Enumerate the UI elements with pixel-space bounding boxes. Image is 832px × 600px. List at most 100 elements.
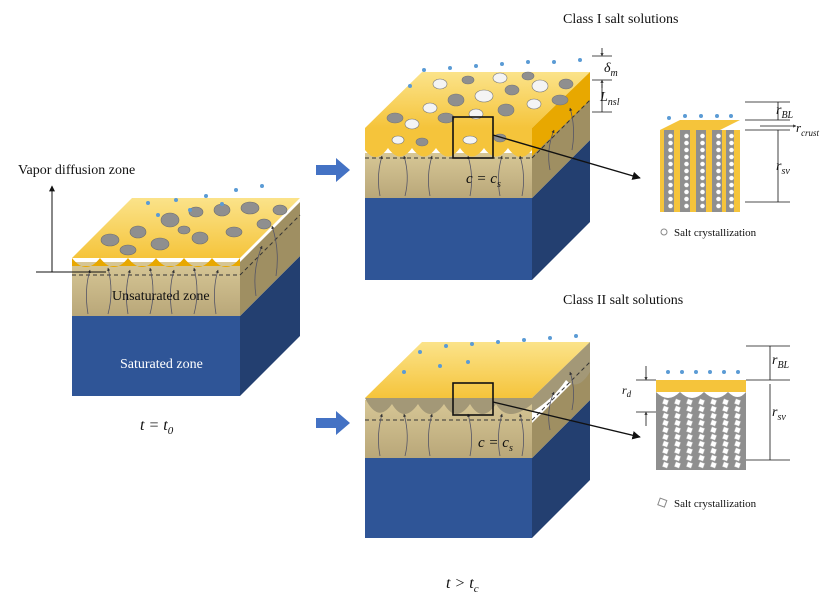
crystal-dot [716,147,722,153]
crystal-square [662,440,669,448]
crystal-square [734,433,741,441]
crystal-dot [716,133,722,139]
crystal-dot [729,182,735,188]
rbl-label-class2: rBL [772,353,790,371]
crystal-square [710,426,717,434]
crystal-dot [700,189,706,195]
crystal-dot [729,168,735,174]
crystal-square [710,419,717,427]
crystal-square [674,447,681,455]
crystal-dot [729,133,735,139]
zoom-arrow-class1 [492,134,641,180]
crystal-square [710,433,717,441]
crystal-square [698,426,705,434]
legend-marker-square [657,497,668,508]
rcrust-label: rcrust [796,120,820,138]
crystal-dot [668,168,674,174]
crystal-square [722,419,729,427]
crystal-square [734,419,741,427]
crystal-dot [684,133,690,139]
crystal-square [698,398,705,406]
crystal-square [686,405,693,413]
crystal-dot [716,175,722,181]
block-class1 [365,58,591,280]
block-initial [72,184,301,396]
crystal-dot [700,175,706,181]
crystal-square [698,440,705,448]
crystal-square [722,454,729,462]
inset-class1 [660,101,797,212]
crystal-square [674,398,681,406]
crystal-square [674,440,681,448]
crystal-dot [700,182,706,188]
crystal-square [698,454,705,462]
equation-class2: c = cs [478,435,513,454]
crystal-dot [729,147,735,153]
crystal-dot [668,154,674,160]
crystal-square [722,447,729,455]
crystal-dot [668,161,674,167]
crystal-square [686,419,693,427]
crystal-square [722,398,729,406]
crystal-dot [716,189,722,195]
zoom-box-class2 [452,382,494,416]
crystal-square [734,461,741,469]
crystal-dot [729,175,735,181]
crystal-dot [684,168,690,174]
crystal-square [734,426,741,434]
crystal-dot [684,189,690,195]
crystal-square [734,412,741,420]
equation-class1: c = cs [466,171,501,190]
crystal-dot [729,189,735,195]
crystal-dot [716,196,722,202]
crystal-square [698,461,705,469]
time-critical-label: t > tc [446,575,479,595]
crystal-dot [668,147,674,153]
crystal-dot [668,182,674,188]
legend-marker-circle [660,228,668,236]
crystal-square [662,461,669,469]
class1-title: Class I salt solutions [563,12,679,27]
crystal-square [686,426,693,434]
crystal-square [674,454,681,462]
crystal-dot [716,168,722,174]
crystal-square [722,440,729,448]
class2-title: Class II salt solutions [563,293,683,308]
crystal-dot [729,154,735,160]
crystal-dot [700,154,706,160]
crystal-dot [729,196,735,202]
inset-class2 [636,345,790,470]
crystal-square [674,419,681,427]
crystal-dot [684,182,690,188]
crystal-dot [684,175,690,181]
crystal-dot [684,203,690,209]
crystal-square [662,405,669,413]
crystal-square [662,426,669,434]
crystal-square [686,461,693,469]
time-initial-label: t = t0 [140,417,174,437]
legend-salt-class1: Salt crystallization [674,227,757,239]
crystal-dot [668,189,674,195]
crystal-dot [700,140,706,146]
crystal-dot [700,196,706,202]
crystal-dot [684,154,690,160]
crystal-square [710,461,717,469]
crystal-square [698,447,705,455]
rsv-label-class1: rsv [776,159,790,177]
crystal-square [710,454,717,462]
crystal-dot [668,140,674,146]
crystal-square [722,405,729,413]
crystal-square [674,461,681,469]
crystal-dot [684,147,690,153]
crystal-square [722,433,729,441]
vapor-zone-label: Vapor diffusion zone [18,163,135,178]
unsaturated-zone-label: Unsaturated zone [112,289,210,304]
crystal-dot [684,161,690,167]
crystal-dot [716,182,722,188]
crystal-square [662,433,669,441]
crystal-dot [716,140,722,146]
crystal-square [662,454,669,462]
crystal-square [674,433,681,441]
crystal-dot [729,140,735,146]
